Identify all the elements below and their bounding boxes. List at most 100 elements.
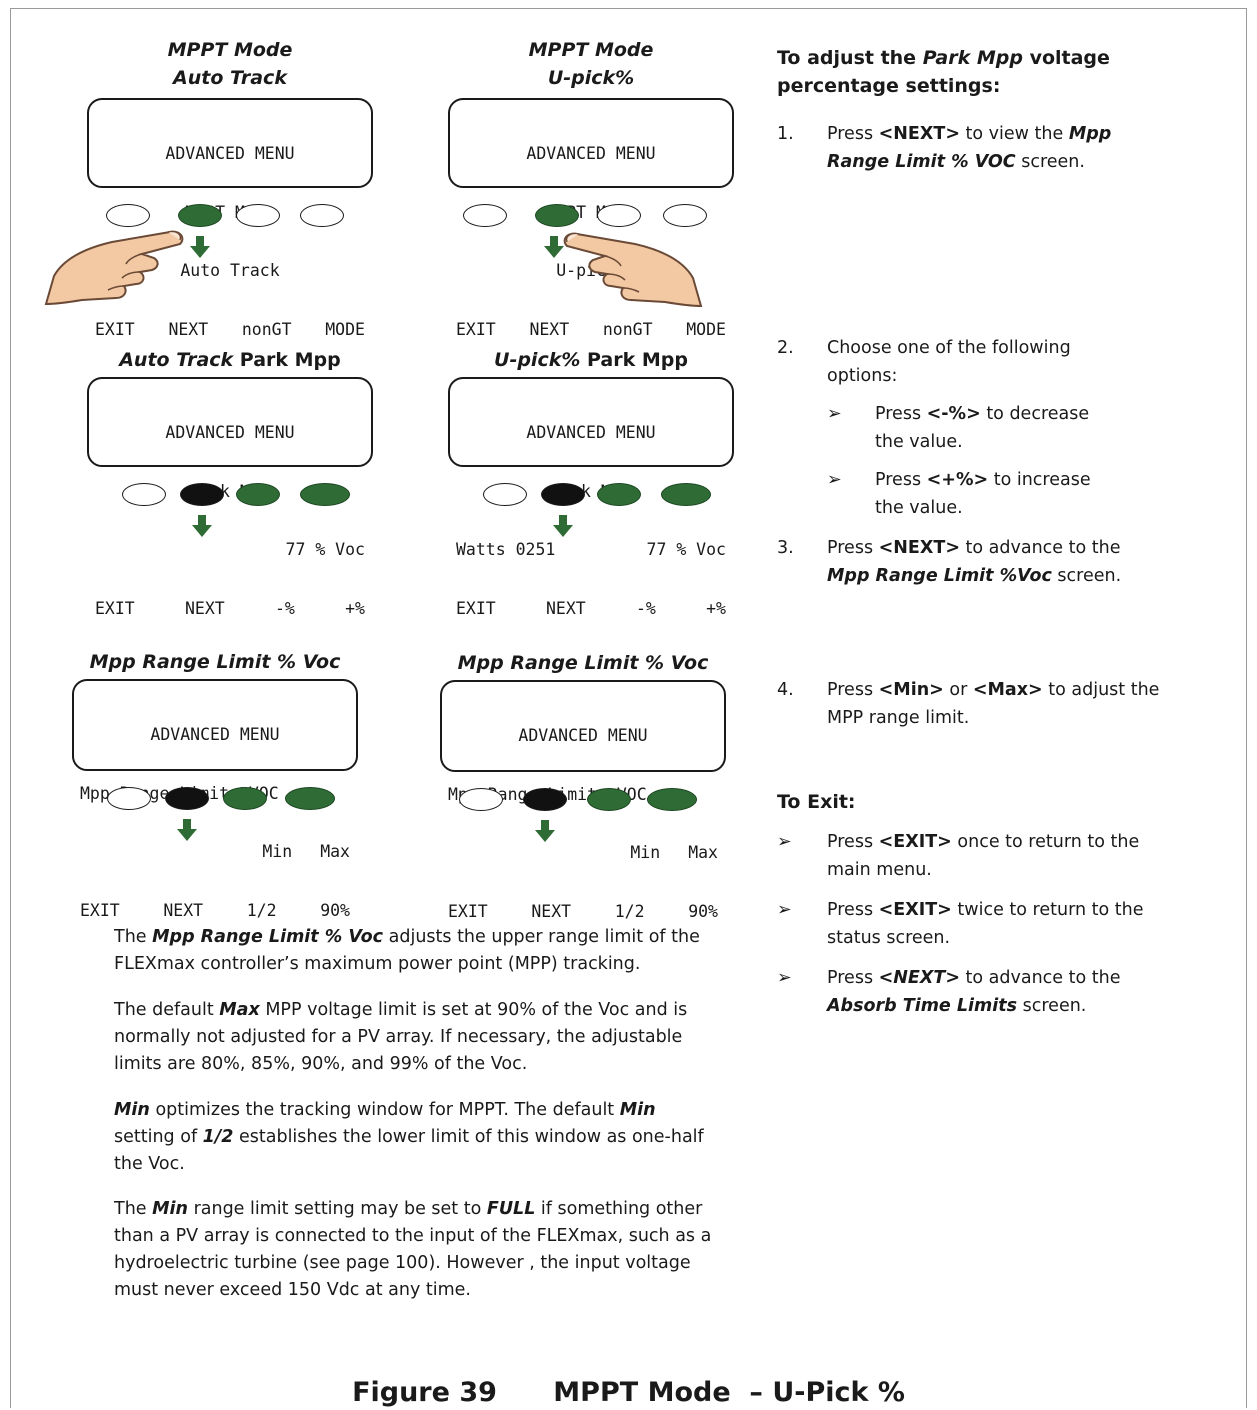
paragraph-text: normally not adjusted for a PV array. If… (114, 1027, 683, 1047)
lcd-softkey-row: EXIT NEXT nonGT MODE (95, 320, 365, 340)
lcd-line: ADVANCED MENU (165, 423, 295, 442)
screen-name: Absorb Time Limits (827, 996, 1018, 1016)
softkey-label: NEXT (546, 598, 586, 618)
lcd-line: Min Max (448, 843, 718, 863)
lcd-line: ADVANCED MENU (526, 144, 656, 163)
option-increase: ➢ Press <+%> to increase the value. (827, 466, 1237, 522)
lcd-softkey-row: EXIT NEXT 1/2 90% (448, 902, 718, 922)
down-arrow-icon (544, 236, 564, 258)
next-soft-button[interactable] (180, 483, 224, 506)
next-soft-button[interactable] (165, 787, 209, 810)
panel-title-line1: MPPT Mode (528, 39, 654, 61)
exit-item-twice: ➢ Press <EXIT> twice to return to the st… (777, 896, 1237, 952)
key-name: <NEXT> (878, 124, 960, 144)
paragraph-text: hydroelectric turbine (see page 100). Ho… (114, 1253, 691, 1273)
next-soft-button[interactable] (535, 204, 579, 227)
step-text: to adjust the (1042, 680, 1160, 700)
mode-soft-button[interactable] (663, 204, 707, 227)
exit-soft-button[interactable] (463, 204, 507, 227)
lcd-line: ADVANCED MENU (518, 726, 648, 745)
paragraph-text: adjusts the upper range limit of the (383, 927, 700, 947)
key-name: <Min> (878, 680, 944, 700)
min-soft-button[interactable] (587, 788, 631, 811)
pointing-hand-icon (44, 230, 184, 306)
softkey-label: MODE (686, 319, 726, 339)
bullet-arrow-icon: ➢ (777, 900, 792, 920)
max-soft-button[interactable] (647, 788, 697, 811)
exit-soft-button[interactable] (459, 788, 503, 811)
softkey-label: EXIT (456, 598, 496, 618)
max-label: Max (688, 843, 718, 862)
paragraph-text: The (114, 1199, 153, 1219)
option-text: to decrease (980, 404, 1090, 424)
panel-title: MPPT Mode Auto Track (80, 36, 380, 92)
exit-text: twice to return to the (951, 900, 1144, 920)
lcd-line: Watts 0251 77 % Voc (456, 540, 726, 560)
minus-percent-button[interactable] (597, 483, 641, 506)
paragraph-text: if something other (535, 1199, 703, 1219)
panel-auto-track-park-mpp: Auto Track Park Mpp ADVANCED MENU Park M… (80, 346, 380, 618)
paragraph-text: optimizes the tracking window for MPPT. … (149, 1100, 620, 1120)
softkey-label: nonGT (602, 319, 653, 339)
heading-text: To adjust the (777, 47, 923, 69)
nongt-soft-button[interactable] (236, 204, 280, 227)
softkey-label: -% (636, 598, 656, 618)
step-text: Press (827, 124, 879, 144)
next-soft-button[interactable] (178, 204, 222, 227)
exit-soft-button[interactable] (107, 787, 151, 810)
panel-mpp-range-limit-right: Mpp Range Limit % Voc ADVANCED MENU Mpp … (433, 649, 733, 921)
heading-text: percentage settings: (777, 75, 1001, 97)
soft-buttons (80, 467, 380, 547)
exit-soft-button[interactable] (483, 483, 527, 506)
step-text: or (943, 680, 973, 700)
next-soft-button[interactable] (523, 788, 567, 811)
down-arrow-icon (190, 236, 210, 258)
mode-soft-button[interactable] (300, 204, 344, 227)
lcd-screen: ADVANCED MENU Park Mpp 77 % Voc EXIT NEX… (87, 377, 373, 618)
down-arrow-icon (192, 515, 212, 537)
option-text: the value. (875, 432, 963, 452)
lcd-line: ADVANCED MENU (165, 144, 295, 163)
nongt-soft-button[interactable] (597, 204, 641, 227)
soft-buttons (441, 467, 741, 547)
paragraph-min-window: Min optimizes the tracking window for MP… (114, 1097, 764, 1178)
option-text: Press (875, 404, 927, 424)
panel-title-bold: Park Mpp (239, 349, 341, 371)
softkey-label: EXIT (456, 319, 496, 339)
step-number: 3. (777, 538, 794, 558)
key-name: <+%> (926, 470, 989, 490)
max-soft-button[interactable] (285, 787, 335, 810)
screen-name: Mpp Range Limit %Voc (827, 566, 1052, 586)
plus-percent-button[interactable] (661, 483, 711, 506)
step-3: 3. Press <NEXT> to advance to the Mpp Ra… (777, 534, 1237, 590)
step-text: Press (827, 538, 879, 558)
step-2: 2. Choose one of the following options: (777, 334, 1237, 390)
setting-name: Min (619, 1100, 656, 1120)
page-border (10, 8, 1247, 1408)
softkey-label: NEXT (531, 901, 572, 921)
softkey-label: MODE (325, 319, 365, 339)
softkey-label: +% (706, 598, 726, 618)
plus-percent-button[interactable] (300, 483, 350, 506)
paragraph-text: the Voc. (114, 1154, 185, 1174)
min-soft-button[interactable] (223, 787, 267, 810)
exit-soft-button[interactable] (122, 483, 166, 506)
next-soft-button[interactable] (541, 483, 585, 506)
exit-text: screen. (1017, 996, 1087, 1016)
softkey-label: EXIT (95, 598, 135, 618)
bullet-arrow-icon: ➢ (827, 404, 842, 424)
exit-soft-button[interactable] (106, 204, 150, 227)
exit-text: Press (827, 832, 879, 852)
softkey-label: 1/2 (614, 901, 645, 921)
paragraph-text: The (114, 927, 153, 947)
exit-text: main menu. (827, 860, 932, 880)
minus-percent-button[interactable] (236, 483, 280, 506)
screen-name: Mpp Range Limit % Voc (152, 927, 384, 947)
panel-title: Mpp Range Limit % Voc (89, 651, 341, 673)
panel-title-italic: Auto Track (119, 349, 234, 371)
bullet-arrow-icon: ➢ (777, 832, 792, 852)
voc-percent-readout: 77 % Voc (646, 540, 726, 559)
down-arrow-icon (177, 819, 197, 841)
option-text: to increase (988, 470, 1091, 490)
paragraph-range-limit: The Mpp Range Limit % Voc adjusts the up… (114, 924, 764, 978)
